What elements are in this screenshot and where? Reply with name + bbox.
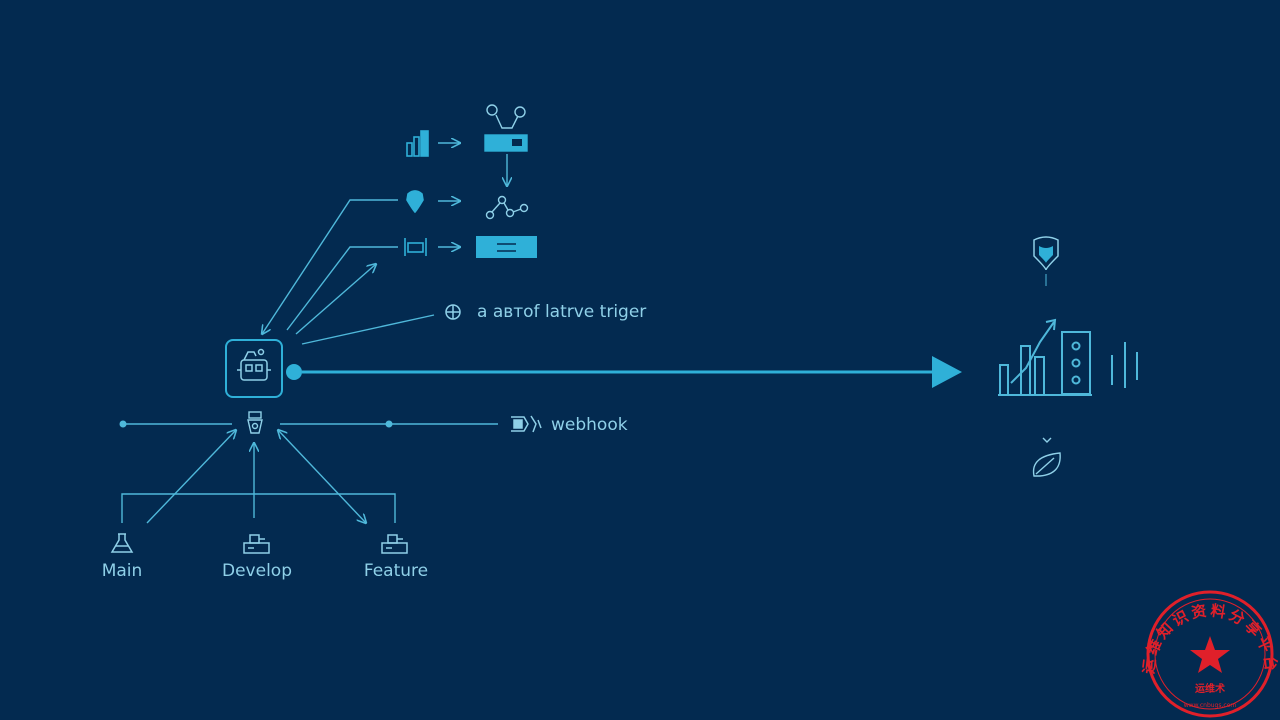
heart-shield-icon [406, 190, 424, 214]
branch-feature[interactable]: Feature [364, 534, 428, 581]
branch-machine-icon [243, 534, 270, 554]
list-box-icon [476, 236, 537, 258]
branch-label-main: Main [102, 561, 143, 581]
hook-icon [511, 415, 542, 433]
edge-center-to-heart [262, 199, 398, 334]
edge-main-up [146, 430, 236, 524]
junction-dot [119, 420, 127, 428]
network-nodes-icon [485, 195, 529, 220]
robot-icon [237, 348, 271, 381]
robot-node[interactable] [225, 339, 283, 398]
webhook-node[interactable]: webhook [511, 415, 628, 435]
analytics-server-icon [998, 318, 1138, 396]
branch-bracket [121, 493, 396, 523]
branch-label-develop: Develop [222, 561, 292, 581]
connectors [121, 143, 1047, 524]
analytics-server-node[interactable] [998, 318, 1138, 396]
gear-node-icon [247, 411, 263, 434]
branch-machine-icon [381, 534, 408, 554]
webhook-label: webhook [551, 415, 628, 435]
branch-develop[interactable]: Develop [222, 534, 292, 581]
flask-icon [110, 533, 134, 553]
branch-main[interactable]: Main [102, 533, 143, 581]
junction-dot [385, 420, 393, 428]
leaf-icon [1032, 437, 1061, 477]
stamp-star-icon [1190, 636, 1230, 673]
trigger-label: a автоf latrve triger [477, 302, 646, 322]
edge-feature-up [278, 430, 366, 523]
bar-chart-icon [406, 130, 429, 157]
pipe-icon [404, 238, 427, 256]
shield-heart-icon [1033, 236, 1059, 271]
globe-icon [445, 304, 461, 320]
edge-center-to-trigger [301, 314, 435, 345]
edge-center-to-arrow [295, 264, 376, 335]
robot-arm-icon [484, 104, 528, 152]
flow-start-dot [286, 364, 302, 380]
svg-text:www.cnbugs.com: www.cnbugs.com [1184, 702, 1237, 709]
trigger-node[interactable]: a автоf latrve triger [445, 302, 646, 322]
watermark-stamp: 运维知识资料分享平台 运维术 www.cnbugs.com [1139, 590, 1278, 718]
flow-arrowhead [932, 356, 962, 388]
svg-text:运维术: 运维术 [1195, 682, 1225, 695]
edge-center-to-pipe [286, 246, 398, 331]
branch-label-feature: Feature [364, 561, 428, 581]
